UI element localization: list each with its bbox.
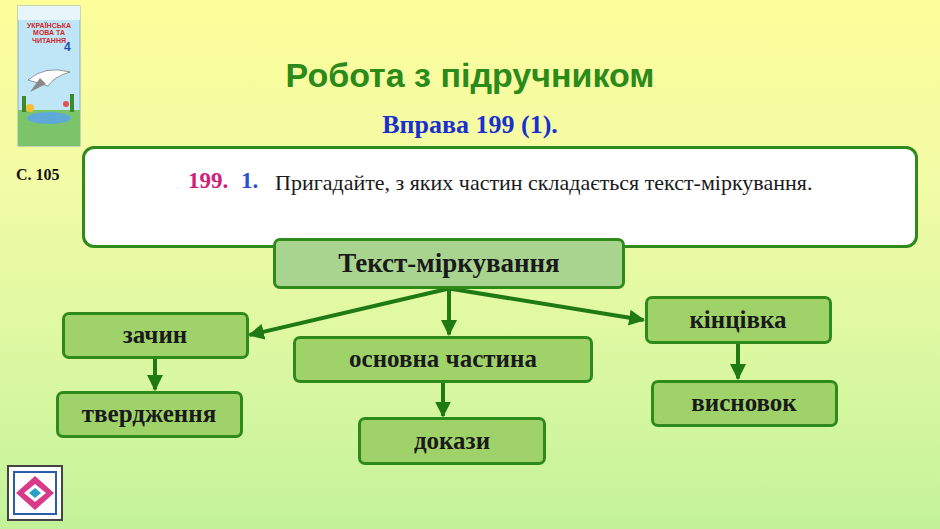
exercise-text: 1.: [241, 168, 258, 194]
title: Робота з підручником: [0, 56, 940, 95]
exercise-heading: Вправа 199 (1).: [0, 110, 940, 140]
textbook-cover: [18, 6, 80, 146]
part-box: кінцівка: [645, 296, 832, 344]
book-grade: 4: [64, 40, 71, 54]
content-box: докази: [358, 417, 546, 465]
box-label: кінцівка: [689, 306, 786, 334]
part-box: зачин: [62, 312, 249, 359]
exercise-text: Пригадайте, з яких частин складається те…: [275, 169, 905, 197]
box-label: Текст-міркування: [338, 248, 559, 279]
logo: [8, 466, 62, 520]
page-number: С. 105: [16, 166, 60, 184]
arrow: [441, 383, 445, 417]
part-box: основна частина: [293, 336, 593, 383]
root-box: Текст-міркування: [273, 238, 625, 289]
arrow: [153, 359, 157, 390]
arrow: [250, 289, 450, 336]
arrow: [447, 289, 451, 335]
box-label: основна частина: [349, 345, 537, 373]
exercise-text: 199.: [188, 168, 228, 194]
box-label: докази: [414, 427, 490, 455]
content-box: висновок: [651, 380, 838, 427]
arrow: [736, 344, 740, 379]
box-label: твердження: [82, 400, 216, 428]
exercise-box: 199. 1. Пригадайте, з яких частин складаєт…: [82, 146, 918, 248]
box-label: висновок: [691, 389, 797, 417]
arrow: [449, 289, 644, 321]
box-label: зачин: [123, 321, 187, 349]
content-box: твердження: [56, 391, 243, 438]
